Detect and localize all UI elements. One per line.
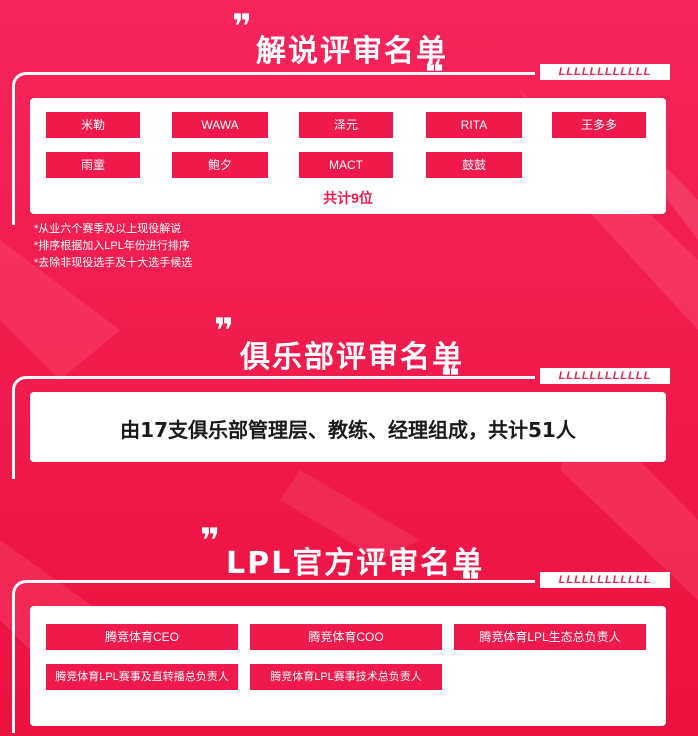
commentator-name: 鼓鼓 (426, 152, 522, 178)
commentator-panel: 米勒 WAWA 泽元 RITA 王多多 雨童 鲍夕 MACT 鼓鼓 共计9位 (30, 98, 666, 214)
official-section: ❞ LPL官方评审名单 ❝ LLLLLLLLLLLL 腾竞体育CEO 腾竞体育C… (0, 518, 698, 736)
open-quote-icon: ❞ (232, 8, 252, 46)
official-section-title: LPL官方评审名单 (226, 546, 485, 581)
commentator-name: 泽元 (299, 112, 393, 138)
note-line: *去除非现役选手及十大选手候选 (34, 257, 193, 269)
commentator-name: WAWA (172, 112, 268, 138)
commentator-name: 鲍夕 (172, 152, 268, 178)
section-frame (12, 376, 535, 479)
club-section-title: 俱乐部评审名单 (240, 340, 464, 375)
note-line: *从业六个赛季及以上现役解说 (34, 223, 182, 235)
official-role: 腾竞体育CEO (46, 624, 238, 650)
official-role: 腾竞体育LPL生态总负责人 (454, 624, 646, 650)
commentator-name: MACT (299, 152, 393, 178)
official-role: 腾竞体育COO (250, 624, 442, 650)
club-description: 由17支俱乐部管理层、教练、经理组成，共计51人 (120, 418, 576, 442)
official-role: 腾竞体育LPL赛事技术总负责人 (250, 664, 442, 690)
note-line: *排序根据加入LPL年份进行排序 (34, 240, 190, 252)
club-panel: 由17支俱乐部管理层、教练、经理组成，共计51人 (30, 392, 666, 462)
official-role: 腾竞体育LPL赛事及直转播总负责人 (46, 664, 238, 690)
commentator-total: 共计9位 (323, 190, 373, 206)
open-quote-icon: ❞ (200, 522, 220, 560)
section-frame (12, 72, 535, 225)
tag-strip: LLLLLLLLLLLL (540, 64, 670, 80)
commentator-name: 米勒 (46, 112, 140, 138)
official-panel: 腾竞体育CEO 腾竞体育COO 腾竞体育LPL生态总负责人 腾竞体育LPL赛事及… (30, 606, 666, 726)
commentator-name: 王多多 (552, 112, 646, 138)
commentator-name: RITA (426, 112, 522, 138)
tag-strip: LLLLLLLLLLLL (540, 368, 670, 384)
tag-strip: LLLLLLLLLLLL (540, 572, 670, 588)
commentator-section: ❞ 解说评审名单 ❝ LLLLLLLLLLLL 米勒 WAWA 泽元 RITA … (0, 0, 698, 285)
commentator-name: 雨童 (46, 152, 140, 178)
club-section: ❞ 俱乐部评审名单 ❝ LLLLLLLLLLLL 由17支俱乐部管理层、教练、经… (0, 300, 698, 490)
open-quote-icon: ❞ (214, 312, 234, 350)
commentator-section-title: 解说评审名单 (256, 34, 448, 69)
section-frame (12, 580, 535, 733)
